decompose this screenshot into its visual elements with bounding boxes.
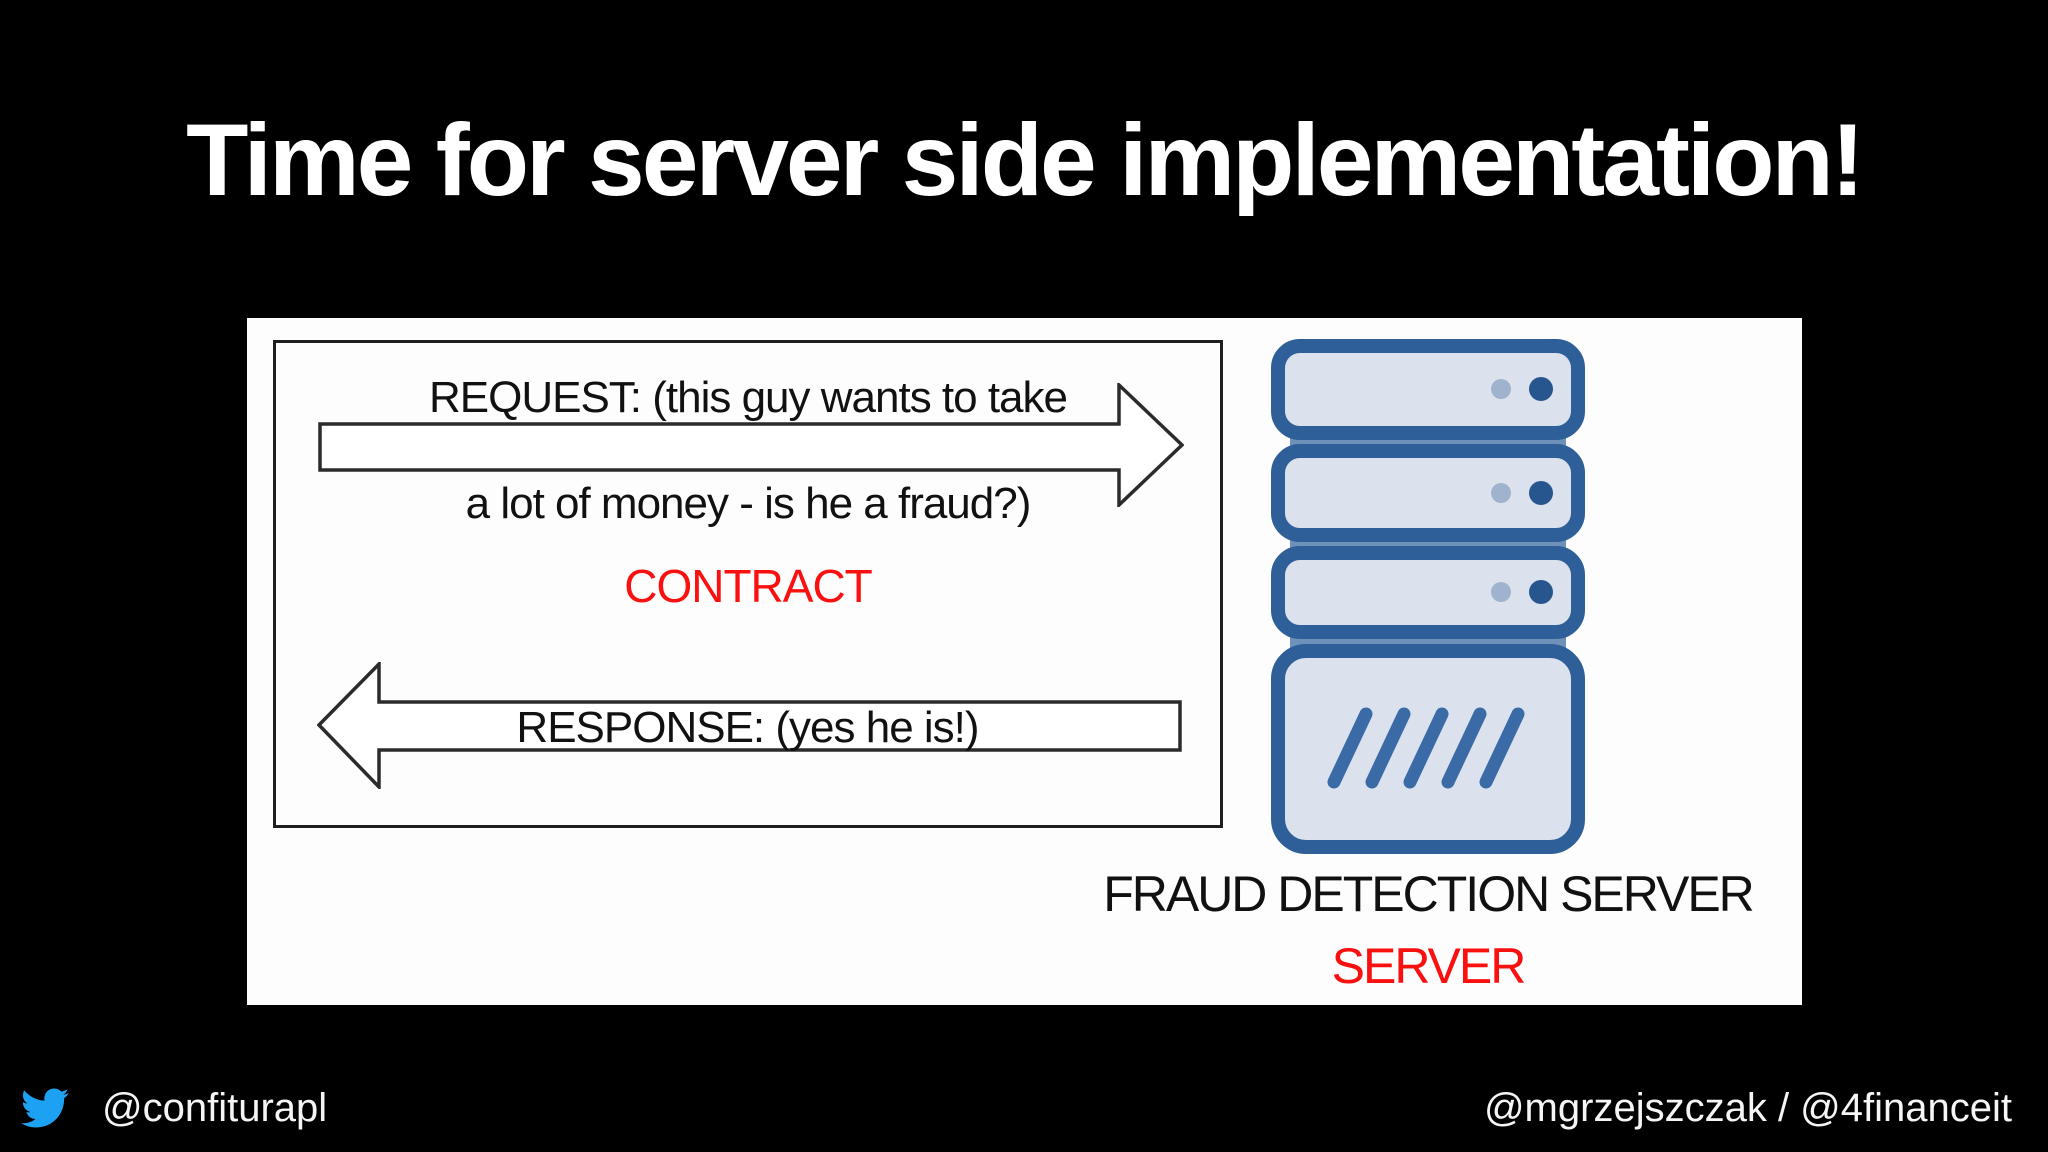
response-label: RESPONSE: (yes he is!) bbox=[516, 703, 979, 752]
footer-left: @confiturapl bbox=[16, 1078, 327, 1138]
slide-title: Time for server side implementation! bbox=[186, 103, 1865, 217]
twitter-bird-icon bbox=[21, 1088, 69, 1128]
server-caption-line1: FRAUD DETECTION SERVER bbox=[1103, 866, 1755, 922]
request-arrow-right-icon bbox=[318, 383, 1184, 507]
server-rack-icon bbox=[1271, 339, 1585, 854]
server-caption-line2: SERVER bbox=[1331, 938, 1527, 994]
contract-diagram-box bbox=[273, 340, 1223, 828]
diagram-panel: REQUEST: (this guy wants to take a lot o… bbox=[247, 318, 1802, 1005]
twitter-handle-left: @confiturapl bbox=[102, 1085, 328, 1130]
twitter-handles-right: @mgrzejszczak / @4financeit bbox=[1483, 1086, 2012, 1130]
request-text-line1: REQUEST: (this guy wants to take bbox=[428, 373, 1068, 422]
footer-right: @mgrzejszczak / @4financeit bbox=[1484, 1086, 2012, 1131]
response-arrow-left-icon bbox=[317, 662, 1182, 789]
contract-label: CONTRACT bbox=[624, 560, 873, 612]
request-text-line2: a lot of money - is he a fraud?) bbox=[465, 479, 1032, 528]
